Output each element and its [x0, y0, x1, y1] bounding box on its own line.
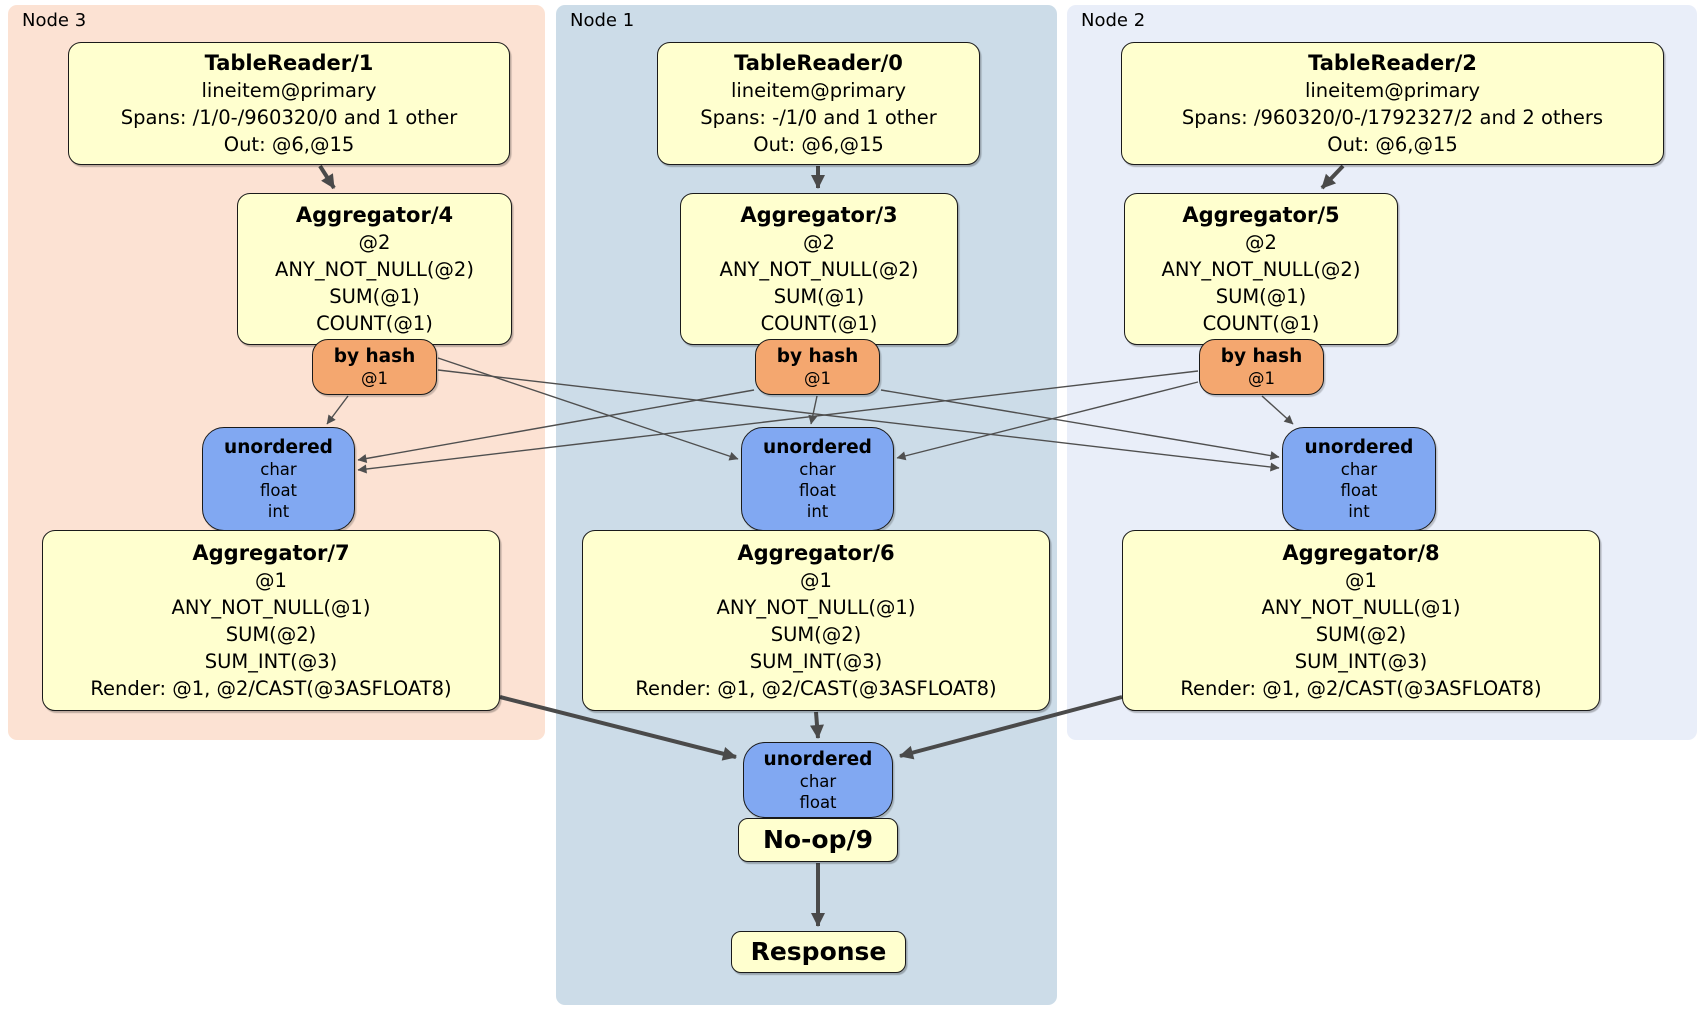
expr-line: COUNT(@1)	[316, 311, 433, 335]
spans-line: Spans: -/1/0 and 1 other	[700, 105, 937, 129]
expr-line: SUM(@2)	[1315, 622, 1407, 646]
sync-type: char	[260, 460, 297, 479]
node-1-label: Node 1	[570, 10, 635, 31]
router-key: @1	[361, 369, 388, 388]
hash-router-box: by hash @1	[755, 339, 880, 395]
render-line: Render: @1, @2/CAST(@3ASFLOAT8)	[90, 676, 452, 700]
sync-label: unordered	[224, 437, 333, 458]
expr-line: ANY_NOT_NULL(@2)	[719, 257, 919, 281]
response-box: Response	[731, 931, 906, 973]
sync-type: int	[1348, 502, 1370, 521]
expr-line: ANY_NOT_NULL(@1)	[1261, 595, 1461, 619]
sync-label: unordered	[1304, 437, 1414, 458]
expr-line: SUM(@1)	[1215, 284, 1307, 308]
index-line: lineitem@primary	[1304, 78, 1481, 102]
render-line: Render: @1, @2/CAST(@3ASFLOAT8)	[635, 676, 997, 700]
unordered-sync-box: unordered char float int	[202, 427, 355, 531]
group-line: @2	[358, 230, 391, 254]
processor-title: TableReader/0	[734, 50, 903, 75]
sync-type: int	[267, 502, 290, 521]
processor-title: Response	[750, 937, 887, 966]
group-line: @1	[1345, 568, 1377, 592]
sync-type: char	[1340, 460, 1378, 479]
sync-type: float	[1340, 481, 1378, 500]
router-key: @1	[804, 369, 831, 388]
processor-title: TableReader/2	[1308, 50, 1477, 75]
router-key: @1	[1248, 369, 1275, 388]
sync-type: char	[799, 460, 836, 479]
hash-router-box: by hash @1	[312, 339, 437, 395]
expr-line: SUM(@2)	[770, 622, 862, 646]
sync-type: float	[798, 481, 837, 500]
expr-line: COUNT(@1)	[760, 311, 878, 335]
index-line: lineitem@primary	[201, 78, 377, 102]
processor-title: Aggregator/4	[295, 202, 454, 227]
node-2-label: Node 2	[1081, 10, 1146, 31]
processor-title: Aggregator/3	[740, 202, 898, 227]
aggregator-box: Aggregator/6 @1 ANY_NOT_NULL(@1) SUM(@2)…	[582, 530, 1050, 711]
noop-box: No-op/9	[738, 818, 898, 862]
spans-line: Spans: /1/0-/960320/0 and 1 other	[120, 105, 458, 129]
expr-line: SUM_INT(@3)	[204, 649, 338, 673]
group-line: @2	[1245, 230, 1277, 254]
sync-label: unordered	[763, 437, 872, 458]
render-line: Render: @1, @2/CAST(@3ASFLOAT8)	[1180, 676, 1542, 700]
unordered-sync-box: unordered char float int	[1282, 427, 1436, 531]
expr-line: SUM(@1)	[329, 284, 420, 308]
node-3-label: Node 3	[22, 10, 87, 31]
aggregator-box: Aggregator/5 @2 ANY_NOT_NULL(@2) SUM(@1)…	[1124, 193, 1398, 345]
aggregator-box: Aggregator/7 @1 ANY_NOT_NULL(@1) SUM(@2)…	[42, 530, 500, 711]
aggregator-box: Aggregator/3 @2 ANY_NOT_NULL(@2) SUM(@1)…	[680, 193, 958, 345]
router-label: by hash	[333, 346, 416, 367]
processor-title: No-op/9	[762, 825, 874, 854]
final-unordered-sync-box: unordered char float	[743, 742, 893, 818]
table-reader-box: TableReader/0 lineitem@primary Spans: -/…	[657, 42, 980, 165]
processor-title: Aggregator/6	[737, 540, 895, 565]
expr-line: SUM(@2)	[225, 622, 317, 646]
processor-title: Aggregator/5	[1182, 202, 1340, 227]
processor-title: Aggregator/7	[192, 540, 350, 565]
sync-type: char	[799, 771, 837, 791]
expr-line: COUNT(@1)	[1202, 311, 1320, 335]
table-reader-box: TableReader/2 lineitem@primary Spans: /9…	[1121, 42, 1664, 165]
router-label: by hash	[1220, 346, 1303, 367]
sync-type: float	[259, 481, 298, 500]
out-line: Out: @6,@15	[1327, 132, 1458, 156]
aggregator-box: Aggregator/4 @2 ANY_NOT_NULL(@2) SUM(@1)…	[237, 193, 512, 345]
hash-router-box: by hash @1	[1199, 339, 1324, 395]
group-line: @1	[800, 568, 832, 592]
expr-line: ANY_NOT_NULL(@1)	[171, 595, 371, 619]
group-line: @1	[255, 568, 287, 592]
index-line: lineitem@primary	[730, 78, 907, 102]
expr-line: SUM(@1)	[773, 284, 865, 308]
router-label: by hash	[776, 346, 859, 367]
expr-line: SUM_INT(@3)	[1294, 649, 1428, 673]
sync-label: unordered	[763, 748, 873, 770]
table-reader-box: TableReader/1 lineitem@primary Spans: /1…	[68, 42, 510, 165]
group-line: @2	[803, 230, 835, 254]
sync-type: float	[799, 792, 837, 812]
expr-line: ANY_NOT_NULL(@1)	[716, 595, 916, 619]
unordered-sync-box: unordered char float int	[741, 427, 894, 531]
processor-title: Aggregator/8	[1282, 540, 1440, 565]
expr-line: SUM_INT(@3)	[749, 649, 883, 673]
expr-line: ANY_NOT_NULL(@2)	[1161, 257, 1361, 281]
spans-line: Spans: /960320/0-/1792327/2 and 2 others	[1181, 105, 1604, 129]
processor-title: TableReader/1	[204, 50, 374, 75]
expr-line: ANY_NOT_NULL(@2)	[275, 257, 474, 281]
out-line: Out: @6,@15	[753, 132, 884, 156]
aggregator-box: Aggregator/8 @1 ANY_NOT_NULL(@1) SUM(@2)…	[1122, 530, 1600, 711]
out-line: Out: @6,@15	[223, 132, 355, 156]
sync-type: int	[806, 502, 829, 521]
